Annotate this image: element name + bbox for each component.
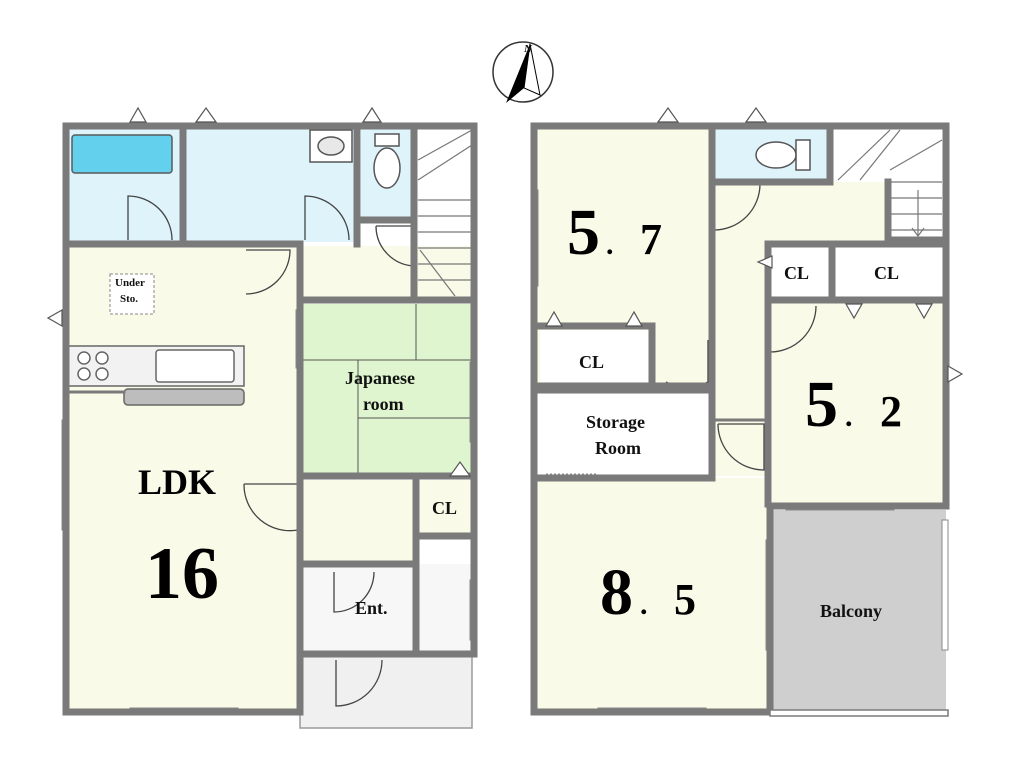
compass-needle-icon: [506, 44, 530, 103]
room-5-2-size-dec: 2: [880, 387, 902, 436]
stove-burner-icon: [95, 351, 109, 365]
room-8-5-size-dec: 5: [674, 575, 696, 624]
room-5-7-size-dot: .: [606, 228, 614, 261]
compass-needle-outline: [523, 43, 541, 96]
storage-room: [540, 392, 708, 476]
room-8-5-size-dot: .: [640, 588, 648, 621]
door-swings-2f: [665, 183, 817, 471]
closet-1f: [418, 480, 472, 534]
under-storage-label-1: Under: [115, 277, 145, 289]
vent-marks-1f: [46, 106, 472, 477]
bathtub-icon: [71, 134, 173, 174]
ldk-size: 16: [145, 533, 219, 615]
japanese-room-label-1: Japanese: [345, 368, 415, 388]
room-8-5-size-int: 8: [600, 556, 633, 629]
walls-1f: [62, 122, 478, 716]
hall-2f-side: [712, 246, 768, 476]
compass-north-label: N: [523, 43, 533, 55]
closet-2f-b-label: CL: [784, 263, 809, 283]
room-5-2-size-int: 5: [805, 368, 838, 441]
compass: N: [492, 41, 554, 103]
second-floor-plan: 5 . 7 5 . 2 8 . 5 CL CL CL Storage Room …: [530, 106, 964, 717]
toilet-icon: [755, 139, 811, 171]
kitchen-counter: [67, 345, 245, 406]
toilet-icon: [373, 133, 401, 189]
balcony: [772, 510, 946, 712]
storage-room-label-1: Storage: [586, 412, 645, 432]
ldk-label: LDK: [138, 462, 216, 502]
closet-2f-c: [834, 248, 944, 298]
under-storage-label-2: Sto.: [120, 293, 138, 305]
first-floor-plan: Under Sto. LDK 16 Japanese room CL Ent.: [46, 106, 478, 729]
vent-marks-2f: [544, 106, 964, 384]
closet-2f-c-label: CL: [874, 263, 899, 283]
entrance-label: Ent.: [355, 598, 388, 618]
closet-2f-b: [772, 248, 830, 298]
japanese-room: [302, 304, 472, 474]
room-5-7-size-dec: 7: [640, 215, 662, 264]
sink-icon: [155, 349, 235, 383]
stove-burner-icon: [77, 351, 91, 365]
closet-label-1f: CL: [432, 498, 457, 518]
room-5-2: [772, 300, 944, 506]
tatami-lines: [302, 304, 472, 474]
room-5-7-size-int: 5: [567, 196, 600, 269]
closet-2f-a: [540, 330, 652, 384]
entrance-porch: [299, 655, 473, 729]
stairs-1f: [417, 129, 473, 297]
entrance-hall: [304, 564, 472, 654]
walls-2f: [530, 122, 950, 716]
storage-room-label-2: Room: [595, 438, 641, 458]
room-5-2-size-dot: .: [845, 400, 853, 433]
hall-1f: [300, 246, 470, 300]
under-storage-box: [109, 273, 155, 315]
balcony-label: Balcony: [820, 601, 882, 621]
room-8-5: [536, 478, 770, 712]
washbasin-icon: [309, 129, 353, 163]
balcony-rail: [769, 709, 949, 717]
stove-burner-icon: [95, 367, 109, 381]
stairs-2f: [837, 129, 943, 237]
stove-burner-icon: [77, 367, 91, 381]
closet-2f-a-label: CL: [579, 352, 604, 372]
hall-storage-1f: [302, 480, 414, 562]
ldk-area: [66, 246, 300, 711]
japanese-room-label-2: room: [363, 394, 404, 414]
hall-2f-top: [712, 182, 888, 246]
